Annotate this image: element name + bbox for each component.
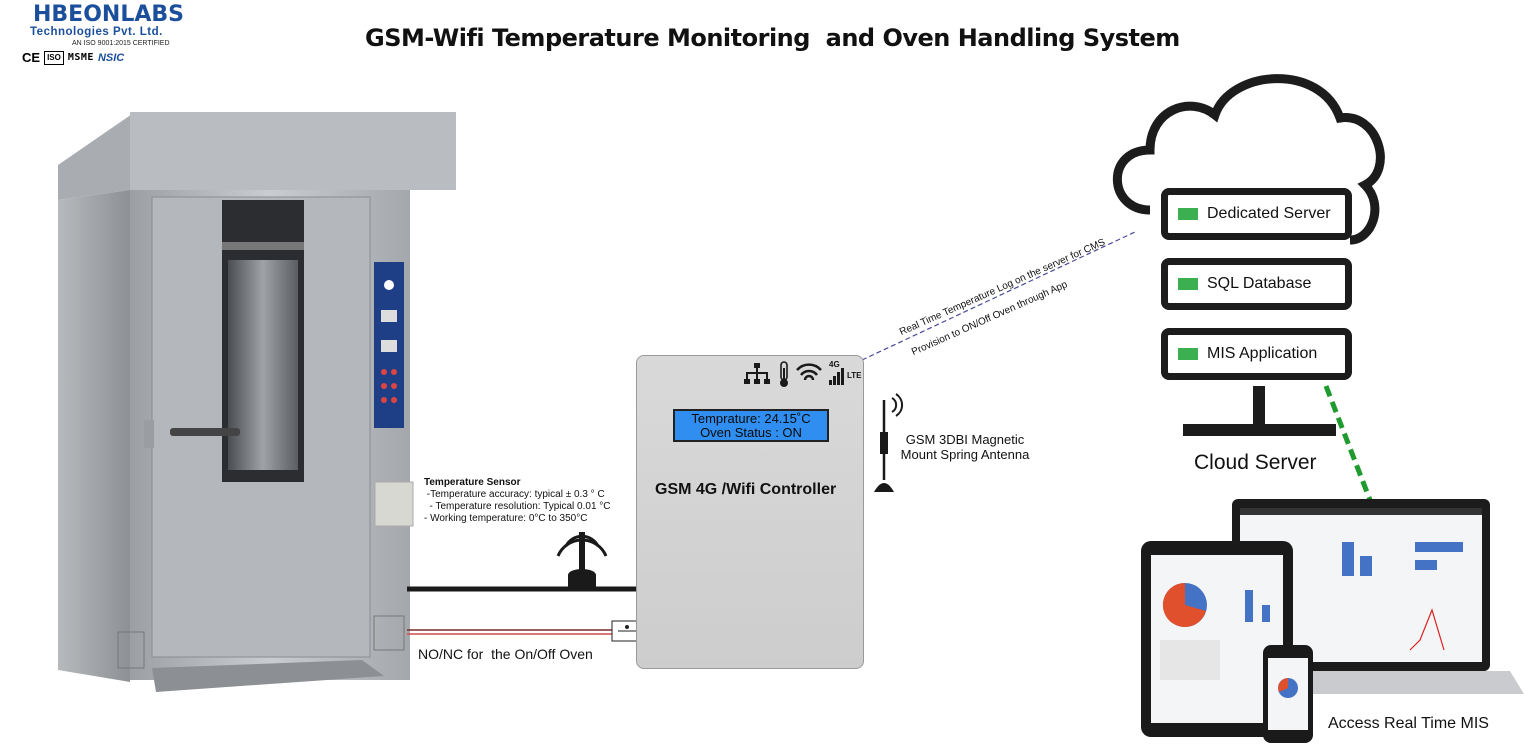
cloud-server-label: Cloud Server — [1194, 451, 1317, 474]
cloud-link-line — [861, 231, 1136, 361]
lcd-temperature: Temprature: 24.15˚C — [691, 411, 811, 426]
certification-badges: CE ISO MSME NSIC — [22, 50, 124, 65]
oven-illustration — [58, 112, 456, 692]
nsic-badge: NSIC — [97, 51, 125, 64]
page-title: GSM-Wifi Temperature Monitoring and Oven… — [365, 24, 1180, 52]
signal-4g-icon — [829, 368, 844, 385]
controller-icons — [744, 361, 844, 387]
sensor-spec-working-temp: - Working temperature: 0°C to 350°C — [424, 513, 588, 524]
server-sql-database: SQL Database — [1161, 258, 1352, 310]
server-status-led — [1178, 348, 1198, 360]
server-label: Dedicated Server — [1207, 205, 1331, 222]
sensor-spec-accuracy: -Temperature accuracy: typical ± 0.3 ° C — [424, 489, 605, 500]
antenna-label-line1: GSM 3DBI Magnetic — [905, 432, 1025, 447]
lcd-oven-status: Oven Status : ON — [700, 425, 802, 440]
server-status-led — [1178, 278, 1198, 290]
msme-badge: MSME — [67, 52, 94, 63]
mis-access-label: Access Real Time MIS — [1328, 715, 1489, 732]
sensor-spec-resolution: - Temperature resolution: Typical 0.01 °… — [424, 501, 611, 512]
phone-device — [1263, 645, 1313, 743]
wifi-icon — [796, 363, 822, 381]
temperature-sensor-icon — [556, 532, 608, 589]
relay-wire — [407, 620, 643, 642]
sensor-title: Temperature Sensor — [424, 477, 521, 488]
lcd-display: Temprature: 24.15˚C Oven Status : ON — [673, 409, 829, 442]
server-stand — [1183, 386, 1336, 436]
cloud-outline — [1112, 74, 1385, 245]
signal-4g-tag: 4G — [829, 360, 840, 369]
ce-mark: CE — [22, 50, 41, 65]
server-label: MIS Application — [1207, 345, 1318, 362]
laptop-device — [1200, 499, 1524, 694]
network-icon — [744, 363, 770, 384]
server-mis-application: MIS Application — [1161, 328, 1352, 380]
gsm-antenna-icon — [874, 393, 903, 492]
relay-label: NO/NC for the On/Off Oven — [418, 646, 593, 662]
signal-lte-tag: LTE — [847, 371, 862, 380]
antenna-label-line2: Mount Spring Antenna — [900, 447, 1030, 462]
controller-label: GSM 4G /Wifi Controller — [655, 481, 837, 498]
mis-link-line — [1323, 385, 1373, 501]
server-status-led — [1178, 208, 1198, 220]
server-label: SQL Database — [1207, 275, 1312, 292]
company-logo-subtitle: Technologies Pvt. Ltd. — [30, 26, 163, 38]
company-logo-name: HBEONLABS — [33, 2, 184, 27]
iso-badge: ISO — [44, 50, 64, 65]
tablet-device — [1141, 541, 1293, 737]
antenna-label: GSM 3DBI Magnetic Mount Spring Antenna — [886, 432, 1044, 462]
iso-certified-text: AN ISO 9001:2015 CERTIFIED — [72, 40, 170, 47]
server-dedicated: Dedicated Server — [1161, 188, 1352, 240]
controller-box: 4G LTE — [636, 355, 864, 669]
thermometer-icon — [780, 361, 788, 387]
